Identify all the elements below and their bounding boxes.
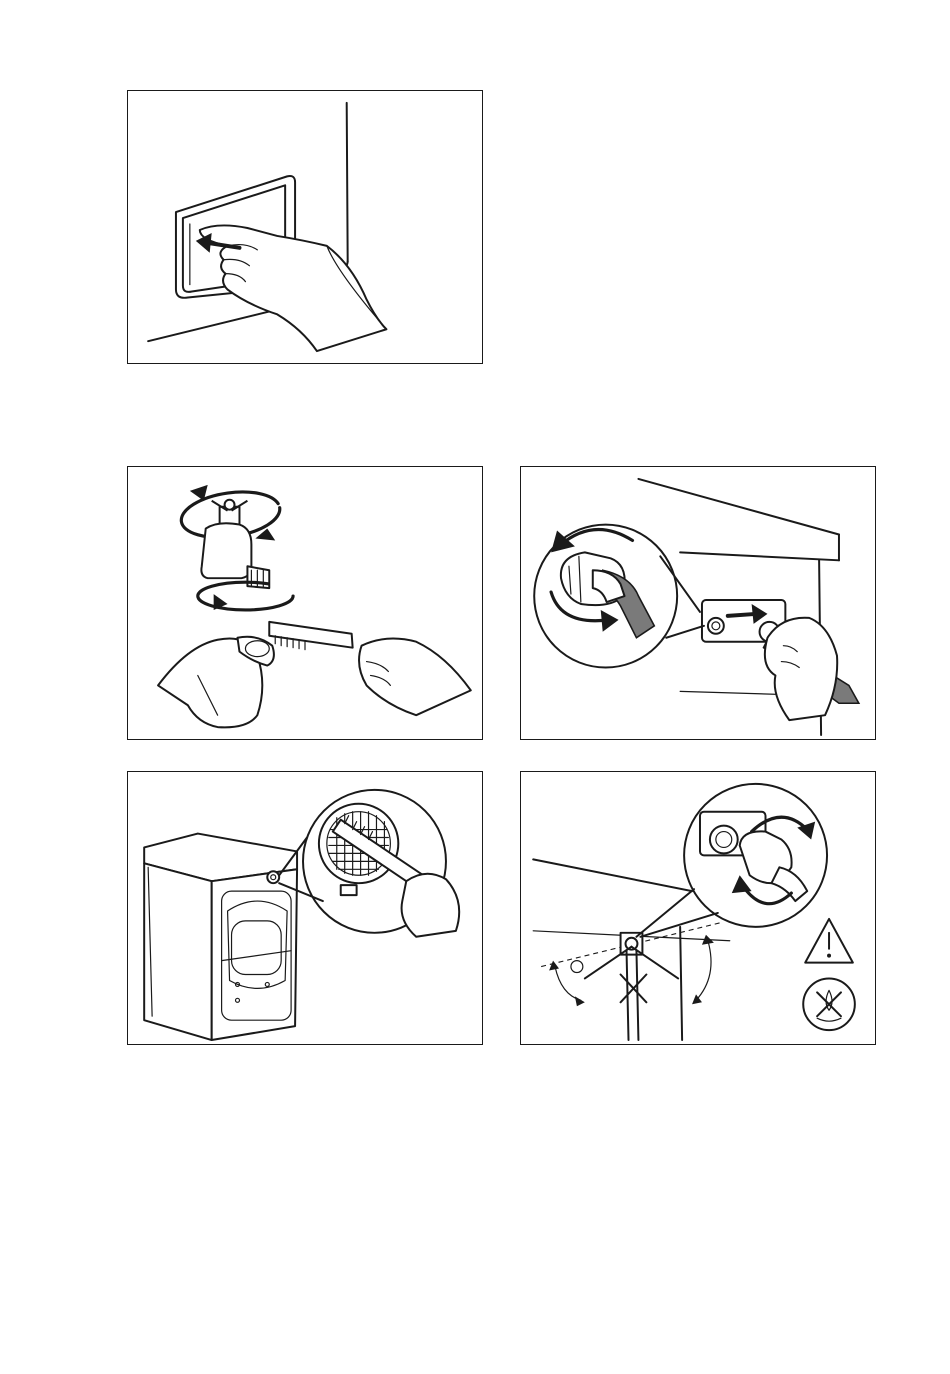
figure-inlet-hose-removal: [520, 466, 876, 740]
warning-triangle-icon: [805, 919, 853, 963]
inlet-hose-refit-illustration: [521, 772, 875, 1044]
figure-tap-filter: [127, 466, 483, 740]
valve-filter-illustration: [128, 772, 482, 1044]
inlet-hose-removal-illustration: [521, 467, 875, 739]
tap-filter-illustration: [128, 467, 482, 739]
figure-valve-filter: [127, 771, 483, 1045]
dispenser-drawer-illustration: [128, 91, 482, 363]
figure-dispenser-drawer: [127, 90, 483, 364]
figure-inlet-hose-refit: [520, 771, 876, 1045]
no-water-leak-icon: [803, 978, 855, 1030]
